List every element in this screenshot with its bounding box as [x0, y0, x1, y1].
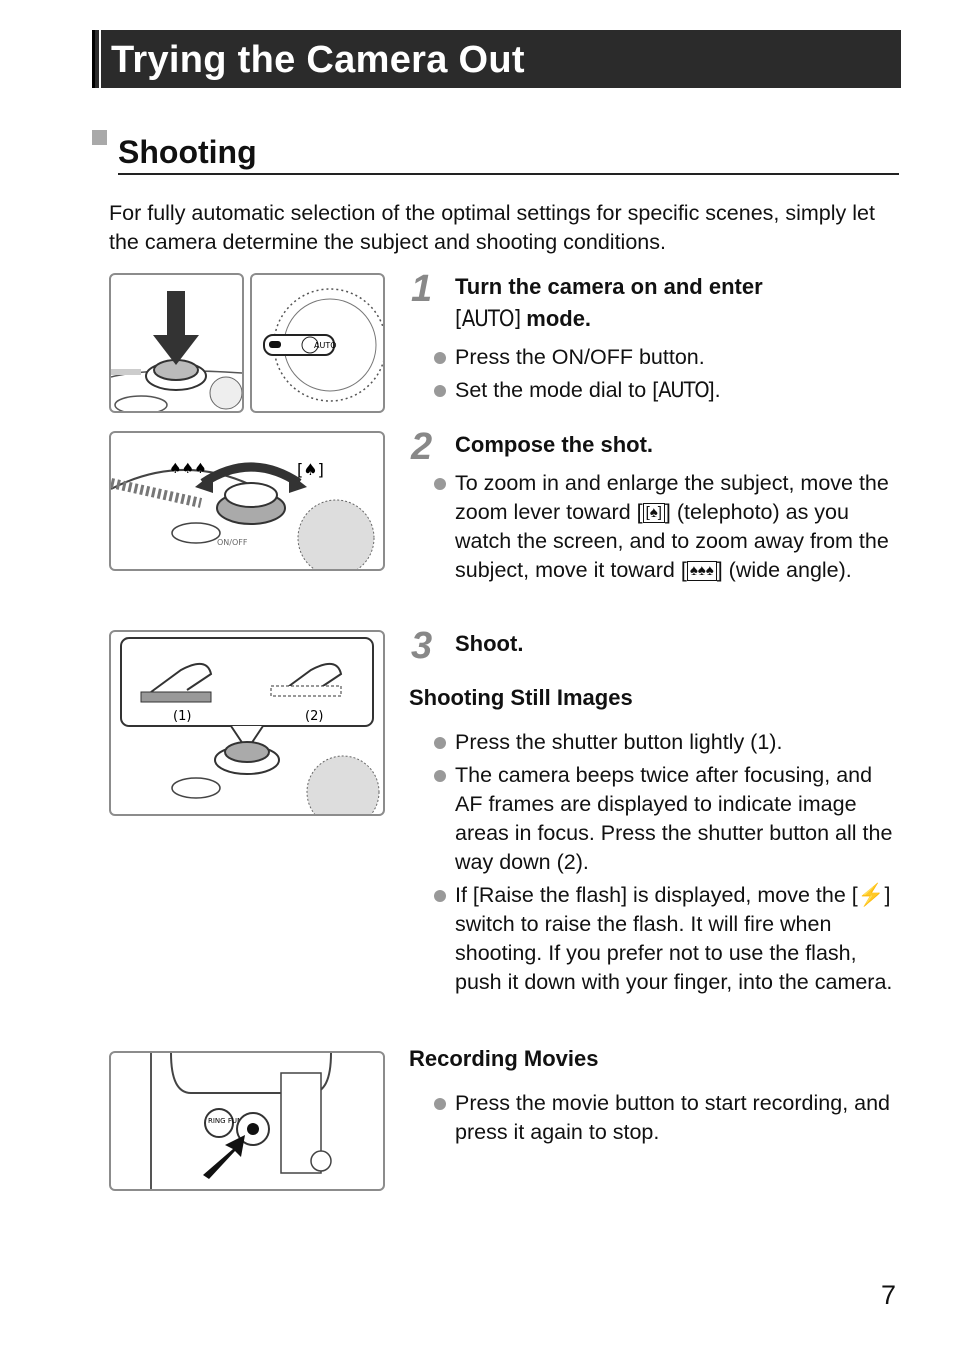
list-item: The camera beeps twice after focusing, a…: [433, 761, 903, 877]
subsection-title-movies: Recording Movies: [409, 1046, 599, 1071]
flash-icon: ⚡: [857, 883, 885, 907]
chapter-title: Trying the Camera Out: [111, 39, 525, 81]
shutter-half-full-press-icon: (1) (2): [109, 630, 385, 816]
step-title-line: Turn the camera on and enter: [455, 274, 763, 299]
step1-bullets: Press the ON/OFF button. Set the mode di…: [433, 343, 903, 409]
section-title: Shooting: [118, 134, 257, 170]
section-rule: [118, 173, 899, 175]
step-title: Shoot.: [455, 631, 524, 656]
list-item: Set the mode dial to [AUTO].: [433, 376, 903, 405]
svg-text:RING FUNC.: RING FUNC.: [208, 1117, 249, 1125]
wide-angle-icon: ♠♠♠: [686, 561, 717, 581]
step-title: Turn the camera on and enter [AUTO] mode…: [455, 271, 895, 336]
movies-bullets: Press the movie button to start recordin…: [433, 1089, 903, 1151]
zoom-lever-icon: ♠♠♠ [♠] ON/OFF: [109, 431, 385, 571]
section-marker-icon: [92, 130, 107, 145]
subsection-title-still-images: Shooting Still Images: [409, 685, 633, 710]
svg-text:[♠]: [♠]: [297, 460, 324, 479]
step-number: 3: [411, 625, 433, 667]
svg-text:(2): (2): [305, 709, 323, 724]
list-item: Press the shutter button lightly (1).: [433, 728, 903, 757]
step-title: Compose the shot.: [455, 432, 654, 457]
list-item: Press the ON/OFF button.: [433, 343, 903, 372]
step-number: 2: [411, 426, 433, 468]
step2-bullets: To zoom in and enlarge the subject, move…: [433, 469, 903, 589]
svg-text:(1): (1): [173, 709, 191, 724]
movie-button-icon: RING FUNC.: [109, 1051, 385, 1191]
still-images-bullets: Press the shutter button lightly (1). Th…: [433, 728, 903, 1001]
svg-text:ON/OFF: ON/OFF: [217, 538, 248, 547]
chapter-banner: Trying the Camera Out: [92, 30, 901, 88]
shutter-press-arrow-icon: [109, 273, 244, 413]
list-item: To zoom in and enlarge the subject, move…: [433, 469, 903, 585]
page-number: 7: [881, 1280, 897, 1310]
auto-mode-icon: AUTO: [658, 378, 709, 403]
dial-auto-label: AUTO: [314, 341, 337, 350]
list-item: If [Raise the flash] is displayed, move …: [433, 881, 903, 997]
mode-dial-icon: AUTO: [250, 273, 385, 413]
svg-text:♠♠♠: ♠♠♠: [169, 461, 207, 477]
auto-mode-icon: [AUTO]: [455, 307, 521, 332]
section-intro: For fully automatic selection of the opt…: [109, 201, 875, 254]
step-title-rest: mode.: [520, 306, 592, 331]
telephoto-icon: [♠]: [642, 503, 665, 523]
list-item: Press the movie button to start recordin…: [433, 1089, 903, 1147]
step-number: 1: [411, 268, 433, 310]
